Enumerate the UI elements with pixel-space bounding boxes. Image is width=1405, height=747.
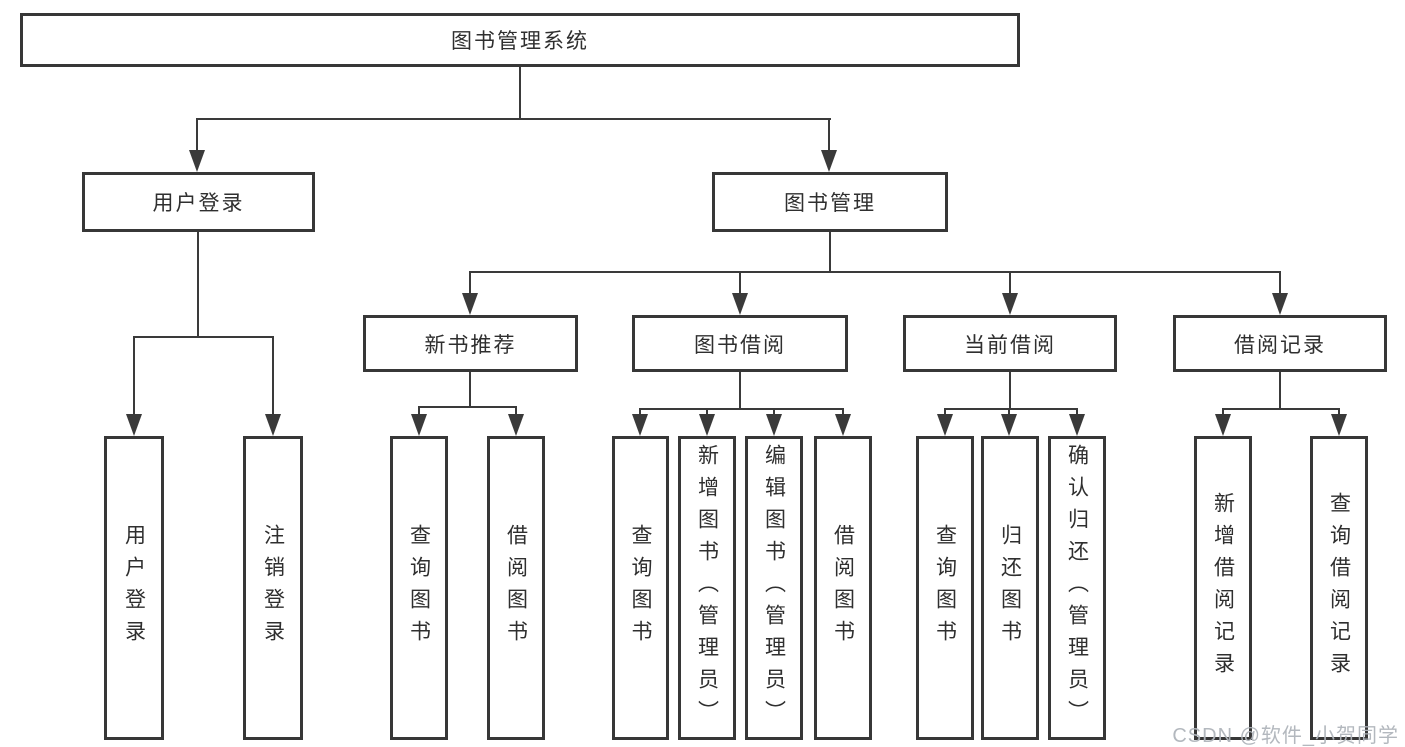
connector-arrowhead	[1069, 414, 1085, 436]
leaf-query-books-2: 查询图书	[612, 436, 669, 740]
leaf-confirm-return-admin: 确认归还（管理员）	[1048, 436, 1106, 740]
connector-hline	[196, 118, 831, 120]
node-label: 查询图书	[629, 524, 652, 652]
connector-vline	[1222, 408, 1224, 418]
connector-vline	[842, 408, 844, 418]
connector-vline	[519, 67, 521, 118]
connector-hline	[1222, 408, 1340, 410]
connector-vline	[1008, 408, 1010, 418]
watermark-text: CSDN @软件_小贺同学	[1172, 725, 1399, 747]
connector-vline	[1279, 271, 1281, 297]
node-label: 图书管理	[784, 192, 876, 215]
connector-vline	[197, 232, 199, 336]
node-new-book-recommendation: 新书推荐	[363, 315, 578, 372]
connector-vline	[1009, 372, 1011, 410]
connector-vline	[944, 408, 946, 418]
connector-vline	[1279, 372, 1281, 410]
node-current-borrowing: 当前借阅	[903, 315, 1117, 372]
connector-arrowhead	[821, 150, 837, 172]
connector-arrowhead	[508, 414, 524, 436]
connector-arrowhead	[1001, 414, 1017, 436]
node-label: 图书管理系统	[451, 30, 589, 53]
connector-arrowhead	[766, 414, 782, 436]
connector-arrowhead	[937, 414, 953, 436]
node-book-borrowing: 图书借阅	[632, 315, 848, 372]
connector-vline	[773, 408, 775, 418]
connector-arrowhead	[462, 293, 478, 315]
node-label: 查询图书	[407, 524, 431, 652]
node-label: 编辑图书（管理员）	[762, 444, 786, 732]
connector-hline	[133, 336, 274, 338]
connector-arrowhead	[835, 414, 851, 436]
node-label: 归还图书	[998, 524, 1022, 652]
connector-hline	[418, 406, 517, 408]
connector-vline	[828, 118, 830, 154]
connector-vline	[515, 406, 517, 418]
connector-arrowhead	[411, 414, 427, 436]
node-label: 图书借阅	[694, 333, 786, 357]
connector-arrowhead	[732, 293, 748, 315]
connector-vline	[1009, 271, 1011, 297]
connector-vline	[272, 336, 274, 418]
connector-vline	[639, 408, 641, 418]
leaf-query-books-1: 查询图书	[390, 436, 448, 740]
connector-vline	[1076, 408, 1078, 418]
leaf-query-borrow-record: 查询借阅记录	[1310, 436, 1368, 740]
connector-arrowhead	[632, 414, 648, 436]
leaf-borrow-books-1: 借阅图书	[487, 436, 545, 740]
connector-hline	[469, 271, 1281, 273]
node-label: 借阅图书	[504, 524, 528, 652]
leaf-return-book: 归还图书	[981, 436, 1039, 740]
node-borrowing-records: 借阅记录	[1173, 315, 1387, 372]
node-label: 注销登录	[261, 524, 285, 652]
connector-hline	[639, 408, 843, 410]
leaf-add-book-admin: 新增图书（管理员）	[678, 436, 736, 740]
connector-arrowhead	[1272, 293, 1288, 315]
connector-vline	[706, 408, 708, 418]
leaf-query-books-3: 查询图书	[916, 436, 974, 740]
connector-vline	[1338, 408, 1340, 418]
node-book-management: 图书管理	[712, 172, 948, 232]
node-label: 用户登录	[152, 192, 245, 215]
leaf-add-borrow-record: 新增借阅记录	[1194, 436, 1252, 740]
node-label: 查询借阅记录	[1327, 492, 1351, 684]
node-label: 新书推荐	[424, 333, 517, 357]
connector-arrowhead	[265, 414, 281, 436]
leaf-user-login: 用户登录	[104, 436, 164, 740]
connector-arrowhead	[1002, 293, 1018, 315]
connector-vline	[829, 232, 831, 271]
leaf-logout: 注销登录	[243, 436, 303, 740]
connector-arrowhead	[1331, 414, 1347, 436]
connector-vline	[418, 406, 420, 418]
connector-arrowhead	[1215, 414, 1231, 436]
node-library-management-system: 图书管理系统	[20, 13, 1020, 67]
connector-hline	[944, 408, 1078, 410]
connector-arrowhead	[699, 414, 715, 436]
node-label: 新增图书（管理员）	[695, 444, 719, 732]
node-label: 用户登录	[122, 524, 146, 652]
node-label: 借阅记录	[1234, 333, 1326, 357]
connector-vline	[133, 336, 135, 418]
connector-vline	[469, 271, 471, 297]
node-label: 确认归还（管理员）	[1065, 444, 1089, 732]
node-label: 当前借阅	[964, 333, 1056, 357]
connector-vline	[739, 271, 741, 297]
leaf-edit-book-admin: 编辑图书（管理员）	[745, 436, 803, 740]
node-label: 借阅图书	[831, 524, 855, 652]
connector-vline	[739, 372, 741, 410]
node-user-login: 用户登录	[82, 172, 315, 232]
connector-arrowhead	[126, 414, 142, 436]
node-label: 新增借阅记录	[1211, 492, 1235, 684]
connector-vline	[469, 372, 471, 408]
leaf-borrow-books-2: 借阅图书	[814, 436, 872, 740]
connector-arrowhead	[189, 150, 205, 172]
node-label: 查询图书	[933, 524, 957, 652]
connector-vline	[196, 118, 198, 154]
